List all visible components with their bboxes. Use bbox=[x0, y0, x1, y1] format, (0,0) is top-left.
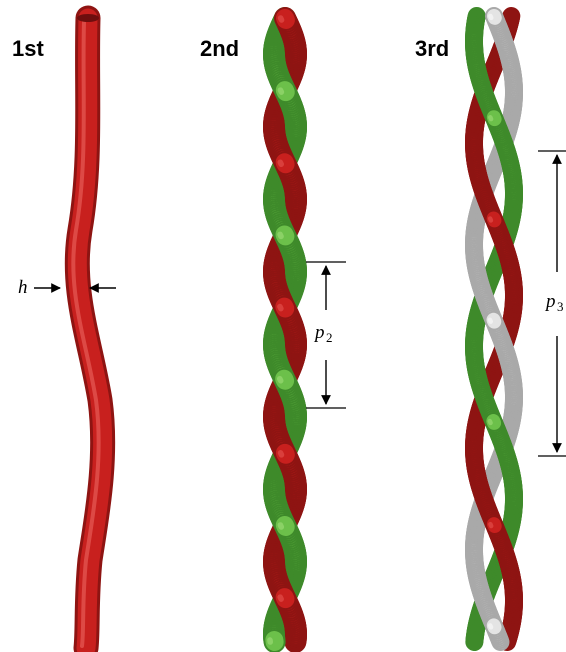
double-braid-red-strand-highlight bbox=[281, 18, 282, 20]
double-braid-green-strand-highlight bbox=[280, 379, 281, 381]
double-braid-green-strand-highlight bbox=[280, 234, 281, 236]
triple-braid-red-strand-highlight bbox=[490, 219, 491, 221]
double-braid-red-strand-highlight bbox=[280, 307, 281, 309]
p3-subscript: 3 bbox=[557, 299, 564, 314]
triple-braid-green-strand-highlight bbox=[490, 117, 491, 119]
double-braid-red-strand-highlight bbox=[280, 597, 281, 599]
triple-braid-red-strand-segment bbox=[494, 219, 495, 221]
double-braid-green-strand-highlight bbox=[280, 90, 281, 92]
single-fiber-end bbox=[77, 14, 99, 22]
triple-braid bbox=[471, 16, 514, 642]
triple-braid-green-strand-segment bbox=[493, 421, 494, 423]
h-label: h bbox=[18, 277, 28, 298]
triple-braid-green-strand-highlight bbox=[490, 421, 491, 423]
triple-braid-white-strand-highlight bbox=[490, 625, 491, 627]
double-braid-red-strand-segment bbox=[285, 453, 286, 455]
triple-braid-red-strand-segment bbox=[494, 524, 495, 526]
double-braid-green-strand-segment bbox=[284, 379, 285, 381]
triple-braid-white-strand-highlight bbox=[490, 16, 491, 18]
panel-label-second: 2nd bbox=[200, 36, 239, 61]
double-braid-red-strand-segment bbox=[285, 597, 286, 599]
p3-label: p bbox=[544, 291, 556, 312]
double-braid bbox=[270, 18, 296, 642]
double-braid-green-strand-segment bbox=[284, 234, 285, 236]
p2-dimension: p 2 bbox=[306, 262, 346, 408]
triple-braid-red-strand-highlight bbox=[490, 524, 491, 526]
triple-braid-white-strand-segment bbox=[494, 16, 495, 18]
panel-label-third: 3rd bbox=[415, 36, 449, 61]
p2-subscript: 2 bbox=[326, 330, 333, 345]
double-braid-green-strand-segment bbox=[285, 525, 286, 527]
double-braid-green-strand-highlight bbox=[280, 525, 281, 527]
triple-braid-white-strand-highlight bbox=[490, 320, 491, 322]
triple-braid-green-strand-segment bbox=[494, 117, 495, 119]
triple-braid-white-strand-segment bbox=[494, 625, 495, 627]
double-braid-red-strand-segment bbox=[284, 307, 285, 309]
double-braid-red-strand-highlight bbox=[280, 162, 281, 164]
double-braid-red-strand-highlight bbox=[281, 453, 282, 455]
triple-braid-white-strand-segment bbox=[494, 320, 495, 322]
double-braid-green-strand-segment bbox=[285, 90, 286, 92]
p3-dimension: p 3 bbox=[538, 151, 566, 456]
single-fiber bbox=[73, 14, 102, 648]
double-braid-red-strand-segment bbox=[285, 18, 286, 20]
double-braid-red-strand-segment bbox=[285, 162, 286, 164]
panel-label-first: 1st bbox=[12, 36, 44, 61]
p2-label: p bbox=[313, 322, 325, 343]
